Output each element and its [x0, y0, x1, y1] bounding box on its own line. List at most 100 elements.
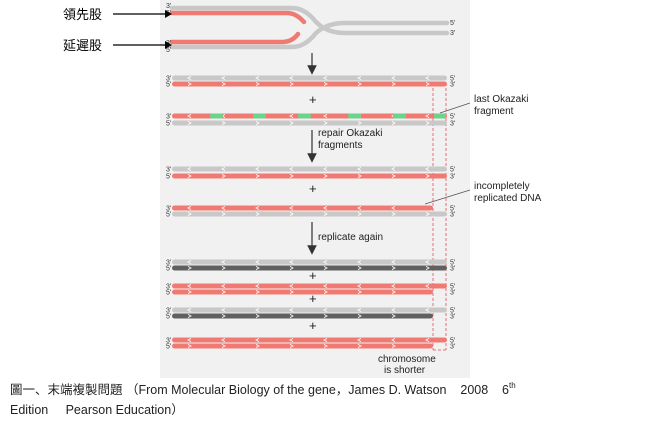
- strand-direction-chevron: [221, 308, 226, 312]
- strand-direction-chevron: [255, 76, 260, 80]
- strand-end-label: 3': [450, 266, 455, 273]
- strand-direction-chevron: [391, 290, 396, 294]
- rna-primer: [434, 113, 446, 119]
- daughter-strand: [172, 337, 447, 343]
- strand-direction-chevron: [357, 344, 362, 348]
- strand-direction-chevron: [221, 314, 226, 318]
- strand-direction-chevron: [221, 76, 226, 80]
- svg-text:3': 3': [166, 3, 171, 10]
- strand-direction-chevron: [289, 167, 294, 171]
- strand-direction-chevron: [221, 206, 226, 210]
- strand-direction-chevron: [425, 260, 430, 264]
- strand-direction-chevron: [221, 266, 226, 270]
- strand-direction-chevron: [255, 206, 260, 210]
- strand-direction-chevron: [391, 284, 396, 288]
- plus-sign: +: [309, 181, 317, 196]
- strand-direction-chevron: [255, 121, 260, 125]
- strand-direction-chevron: [391, 314, 396, 318]
- strand-direction-chevron: [221, 284, 226, 288]
- strand-direction-chevron: [255, 260, 260, 264]
- okazaki-callout: [439, 102, 471, 114]
- strand-direction-chevron: [357, 206, 362, 210]
- strand-direction-chevron: [187, 167, 192, 171]
- okazaki-label-2: fragment: [474, 106, 514, 117]
- strand-direction-chevron: [221, 82, 226, 86]
- strand-direction-chevron: [323, 206, 328, 210]
- strand-direction-chevron: [425, 174, 430, 178]
- svg-text:chromosome: chromosome: [378, 354, 436, 365]
- strand-direction-chevron: [391, 308, 396, 312]
- strand-direction-chevron: [255, 266, 260, 270]
- strand-direction-chevron: [323, 114, 328, 118]
- strand-direction-chevron: [289, 314, 294, 318]
- svg-text:incompletely: incompletely: [474, 181, 530, 192]
- strand-direction-chevron: [425, 212, 430, 216]
- strand-end-label: 3': [166, 338, 171, 345]
- strand-direction-chevron: [187, 206, 192, 210]
- strand-direction-chevron: [323, 344, 328, 348]
- new-leading-strand: [172, 173, 447, 179]
- plus-sign: +: [309, 268, 317, 283]
- caption-line-1: 圖一、末端複製問題 （From Molecular Biology of the…: [10, 383, 510, 397]
- figure-caption: 圖一、末端複製問題 （From Molecular Biology of the…: [10, 381, 640, 420]
- incomplete-label-2: replicated DNA: [474, 193, 542, 204]
- strand-direction-chevron: [255, 212, 260, 216]
- strand-direction-chevron: [289, 82, 294, 86]
- strand-direction-chevron: [391, 82, 396, 86]
- strand-direction-chevron: [391, 344, 396, 348]
- strand-direction-chevron: [289, 308, 294, 312]
- strand-direction-chevron: [357, 314, 362, 318]
- strand-end-label: 5': [450, 206, 455, 213]
- shorter-label-2: is shorter: [384, 365, 426, 376]
- strand-end-label: 5': [450, 308, 455, 315]
- strand-direction-chevron: [323, 260, 328, 264]
- strand-direction-chevron: [289, 206, 294, 210]
- strand-direction-chevron: [187, 260, 192, 264]
- strand-end-label: 5': [166, 314, 171, 321]
- strand-direction-chevron: [425, 82, 430, 86]
- svg-text:5': 5': [166, 47, 171, 54]
- strand-direction-chevron: [323, 174, 328, 178]
- svg-text:last Okazaki: last Okazaki: [474, 94, 528, 105]
- strand-end-label: 5': [166, 121, 171, 128]
- strand-direction-chevron: [289, 76, 294, 80]
- svg-text:fragment: fragment: [474, 106, 514, 117]
- rna-primer: [348, 113, 361, 119]
- strand-direction-chevron: [289, 290, 294, 294]
- strand-end-label: 5': [166, 212, 171, 219]
- strand-direction-chevron: [187, 266, 192, 270]
- lagging-pointer-arrow: [113, 41, 172, 49]
- strand-direction-chevron: [221, 338, 226, 342]
- strand-end-label: 5': [166, 290, 171, 297]
- strand-direction-chevron: [391, 338, 396, 342]
- strand-direction-chevron: [289, 114, 294, 118]
- strand-direction-chevron: [391, 174, 396, 178]
- strand-end-label: 5': [450, 167, 455, 174]
- strand-direction-chevron: [357, 290, 362, 294]
- shorter-label-1: chromosome: [378, 354, 436, 365]
- plus-sign: +: [309, 291, 317, 306]
- strand-direction-chevron: [357, 266, 362, 270]
- strand-direction-chevron: [221, 121, 226, 125]
- rna-primer: [298, 113, 311, 119]
- strand-direction-chevron: [425, 338, 430, 342]
- incomplete-label-1: incompletely: [474, 181, 530, 192]
- strand-direction-chevron: [187, 338, 192, 342]
- svg-text:repair Okazaki: repair Okazaki: [318, 128, 382, 139]
- strand-direction-chevron: [255, 344, 260, 348]
- strand-direction-chevron: [391, 266, 396, 270]
- incompletely-replicated-strand: [172, 205, 433, 211]
- svg-text:3': 3': [450, 30, 455, 37]
- new-strand: [172, 313, 433, 319]
- parental-strand: [172, 166, 447, 172]
- strand-direction-chevron: [357, 260, 362, 264]
- strand-direction-chevron: [187, 308, 192, 312]
- strand-direction-chevron: [391, 206, 396, 210]
- strand-direction-chevron: [357, 76, 362, 80]
- repair-step-label-1: repair Okazaki: [318, 128, 382, 139]
- strand-end-label: 3': [166, 206, 171, 213]
- strand-direction-chevron: [391, 121, 396, 125]
- plus-sign: +: [309, 318, 317, 333]
- caption-superscript: th: [509, 381, 516, 390]
- strand-direction-chevron: [187, 76, 192, 80]
